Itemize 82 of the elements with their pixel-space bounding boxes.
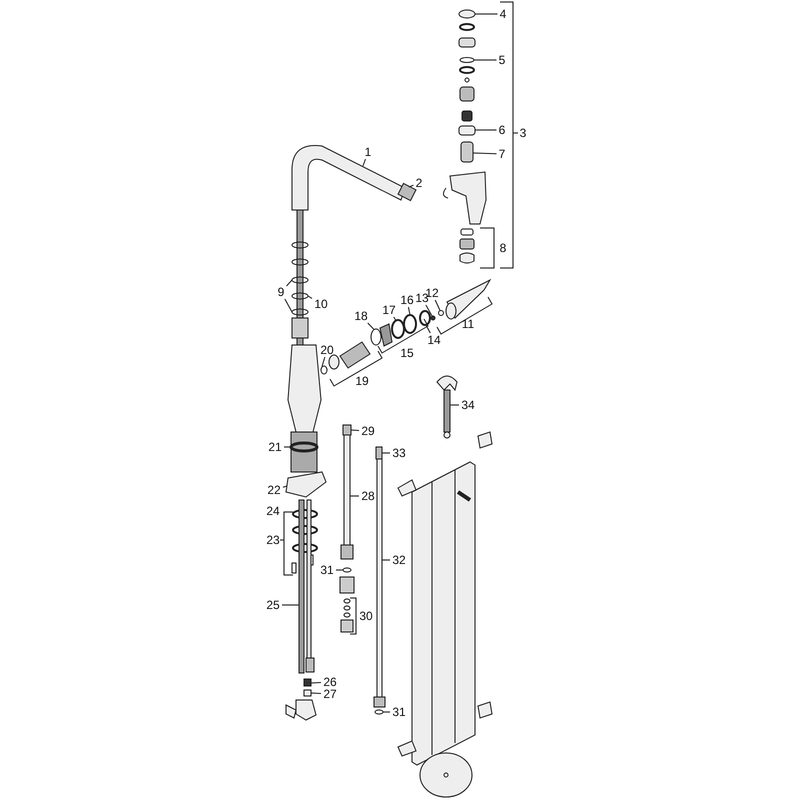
leader-line (426, 324, 431, 334)
callout-number: 31 (391, 705, 407, 719)
o-ring (370, 328, 382, 346)
o-ring (290, 442, 318, 452)
leader-line (286, 280, 292, 286)
callout-number: 34 (460, 398, 476, 412)
leader-line (450, 404, 460, 406)
callout-number: 21 (267, 440, 283, 454)
washer (304, 690, 312, 696)
callout-number: 8 (498, 241, 508, 255)
callout-number: 31 (319, 563, 335, 577)
callout-number: 32 (391, 553, 407, 567)
leader-line (284, 446, 290, 448)
support-arm (444, 390, 450, 432)
leader-line (350, 430, 360, 431)
leader-line (310, 682, 322, 684)
ball (430, 316, 436, 320)
threaded-rod (298, 500, 304, 674)
callout-number: 28 (360, 489, 376, 503)
spout (292, 145, 406, 210)
callout-number: 14 (426, 333, 442, 347)
hose (344, 434, 350, 546)
o-ring (403, 314, 417, 334)
cartridge (460, 142, 474, 162)
hose (376, 458, 382, 698)
callout-number: 1 (364, 145, 372, 159)
cap (458, 10, 476, 18)
leader-line (393, 316, 396, 321)
o-ring (292, 292, 308, 300)
leader-line (362, 158, 366, 166)
callout-number: 29 (360, 424, 376, 438)
leader-line (284, 298, 292, 312)
leader-line (322, 356, 326, 367)
leader-line (282, 486, 288, 488)
callout-number: 23 (265, 533, 281, 547)
nut (304, 678, 312, 686)
leader-line (382, 452, 390, 454)
callout-number: 10 (313, 297, 329, 311)
callout-number: 33 (391, 446, 407, 460)
leader-line (282, 604, 300, 606)
o-ring (419, 310, 431, 326)
o-ring (374, 710, 384, 714)
callout-number: 19 (354, 374, 370, 388)
o-ring (292, 308, 308, 316)
callout-number: 20 (319, 343, 335, 357)
callout-number: 9 (276, 285, 286, 299)
callout-number: 24 (265, 504, 281, 518)
o-ring (391, 319, 405, 339)
callout-number: 6 (498, 123, 506, 137)
washer (438, 310, 444, 316)
leader-line (367, 322, 374, 330)
callout-number: 17 (381, 303, 397, 317)
callout-number: 15 (399, 346, 415, 360)
callout-number: 27 (322, 687, 338, 701)
leader-line (434, 300, 440, 311)
mounting-plate (285, 471, 327, 498)
callout-number: 3 (518, 126, 528, 140)
o-ring (342, 568, 352, 572)
leader-line (408, 306, 410, 316)
callout-number: 25 (265, 598, 281, 612)
callout-number: 11 (460, 317, 476, 331)
callout-number: 22 (266, 483, 282, 497)
callout-number: 26 (322, 675, 338, 689)
hose-fitting (342, 424, 352, 436)
callout-number: 4 (498, 7, 508, 21)
callout-number: 16 (399, 293, 415, 307)
callout-number: 5 (498, 53, 506, 67)
leader-line (308, 296, 312, 299)
hose-connector (397, 182, 417, 202)
leader-line (425, 304, 432, 316)
o-ring (292, 276, 308, 284)
leader-line (408, 184, 414, 188)
washer (320, 366, 328, 374)
callout-number: 7 (498, 147, 506, 161)
o-ring (460, 57, 474, 63)
hose-fitting (376, 446, 382, 460)
leader-line (310, 692, 322, 694)
nut (458, 126, 476, 136)
callout-number: 18 (353, 309, 369, 323)
leader-line (472, 152, 497, 154)
callout-number: 2 (414, 176, 424, 190)
callout-number: 30 (358, 609, 374, 623)
